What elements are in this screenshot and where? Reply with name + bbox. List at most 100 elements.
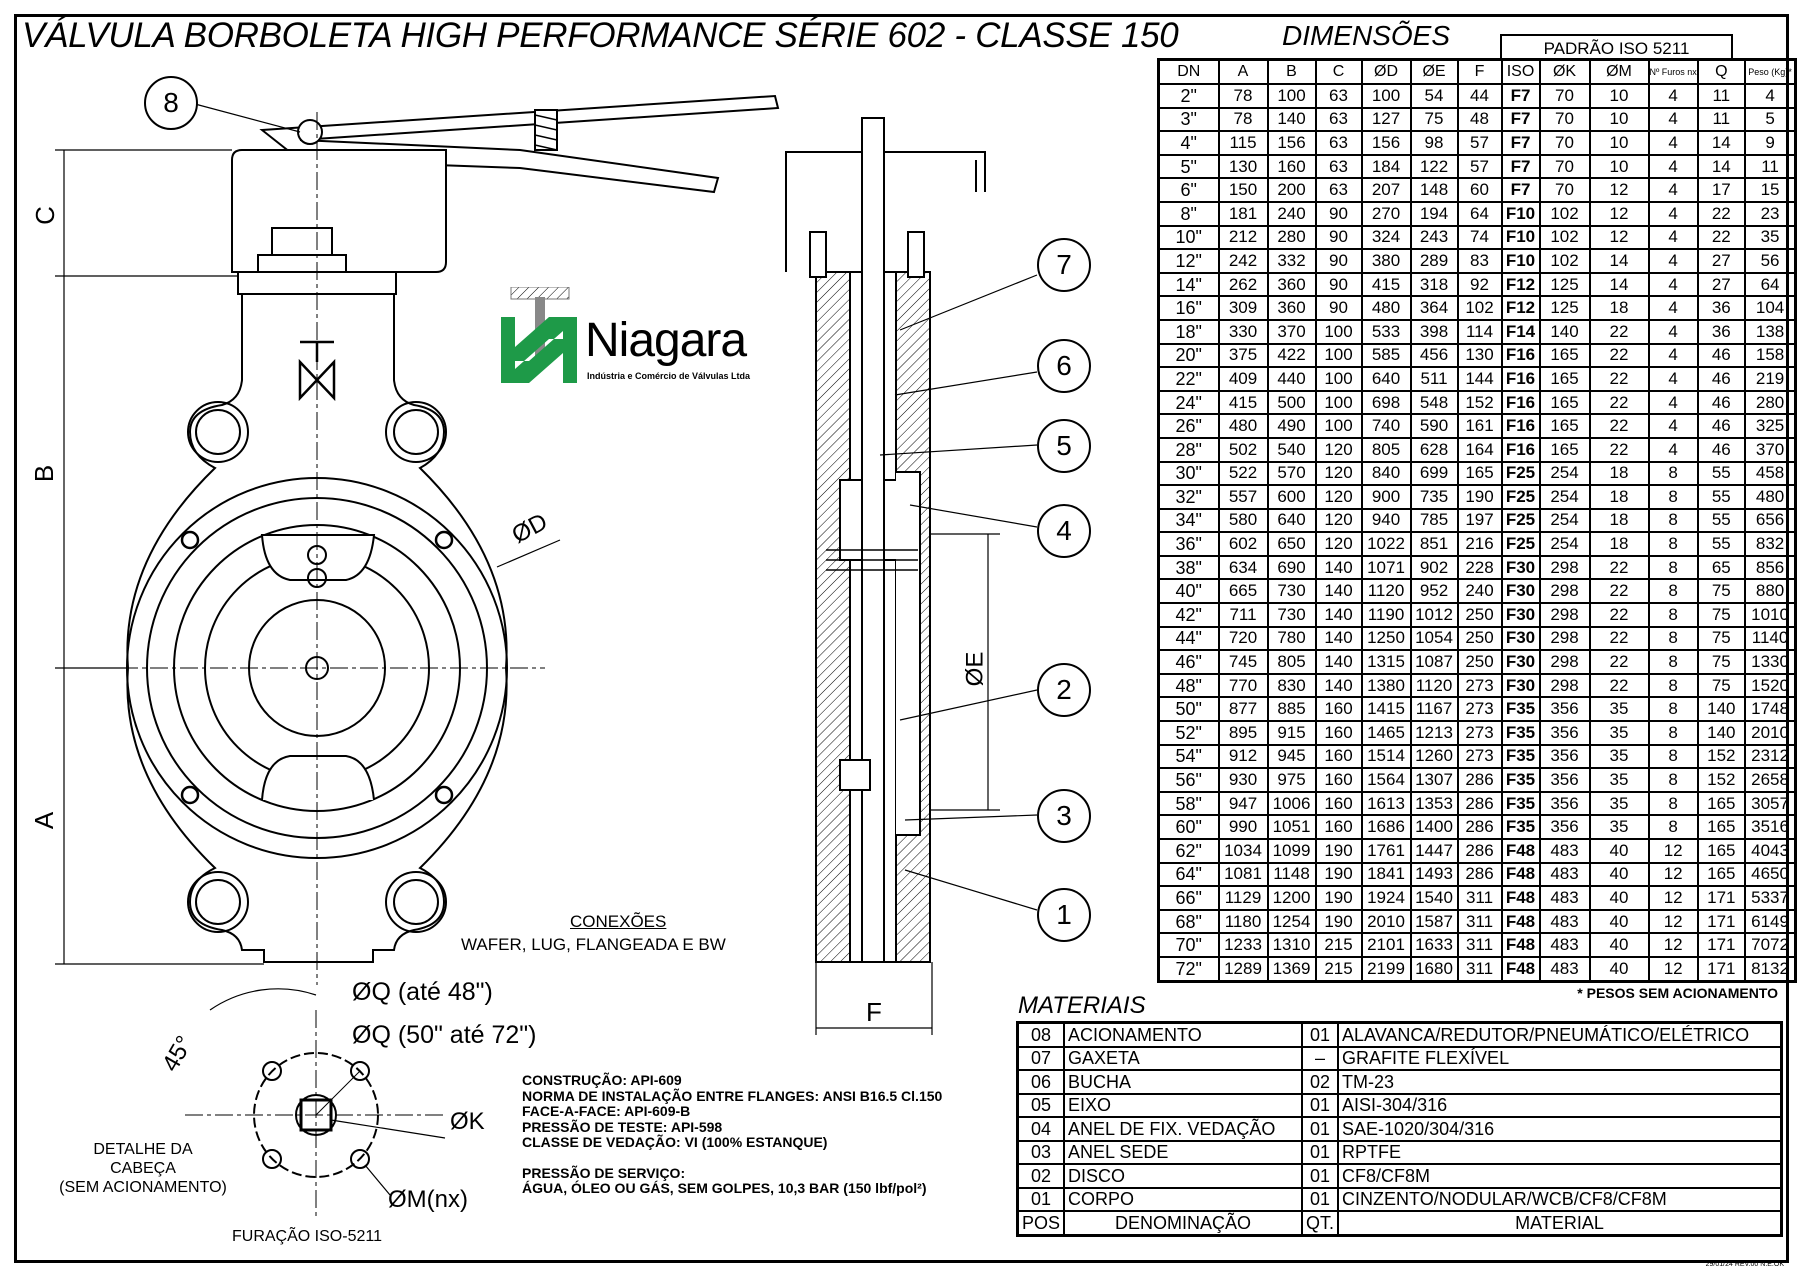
table-cell: 55 — [1696, 531, 1746, 557]
table-cell: 100 — [1314, 318, 1363, 345]
table-cell: F16 — [1500, 389, 1541, 416]
table-cell: 164 — [1456, 436, 1503, 463]
table-cell: 14 — [1588, 248, 1650, 274]
table-cell: 250 — [1456, 649, 1503, 675]
table-cell: 36 — [1696, 318, 1746, 345]
table-cell: 4 — [1647, 436, 1699, 463]
table-cell: 115 — [1217, 130, 1269, 156]
material-cell: 04 — [1016, 1116, 1066, 1142]
table-cell: 1415 — [1360, 696, 1412, 723]
table-cell: 30" — [1157, 460, 1220, 487]
material-cell: SAE-1020/304/316 — [1337, 1116, 1783, 1142]
table-cell: 8 — [1647, 484, 1699, 510]
material-cell: CORPO — [1063, 1186, 1304, 1212]
table-cell: 318 — [1409, 271, 1459, 298]
table-cell: 3" — [1157, 106, 1220, 133]
table-cell: 930 — [1217, 767, 1269, 793]
table-cell: 640 — [1360, 366, 1412, 392]
table-cell: 8 — [1647, 767, 1699, 793]
table-cell: 22 — [1588, 602, 1650, 628]
table-cell: 140 — [1314, 649, 1363, 675]
table-cell: 4 — [1647, 366, 1699, 392]
table-cell: 270 — [1360, 200, 1412, 227]
table-cell: 915 — [1266, 720, 1317, 746]
table-cell: 219 — [1743, 366, 1797, 392]
table-cell: 273 — [1456, 696, 1503, 723]
table-cell: 370 — [1266, 318, 1317, 345]
table-cell: 184 — [1360, 153, 1412, 180]
table-cell: 311 — [1456, 932, 1503, 958]
table-cell: 720 — [1217, 625, 1269, 652]
table-cell: 75 — [1696, 625, 1746, 652]
table-cell: 148 — [1409, 177, 1459, 203]
drilling-label: FURAÇÃO ISO-5211 — [232, 1228, 382, 1245]
table-cell: 1006 — [1266, 790, 1317, 817]
material-cell: 05 — [1016, 1092, 1066, 1118]
table-cell: 1120 — [1409, 672, 1459, 699]
table-cell: 90 — [1314, 295, 1363, 321]
table-cell: 75 — [1696, 602, 1746, 628]
material-cell: 02 — [1016, 1163, 1066, 1189]
table-cell: 165 — [1696, 861, 1746, 888]
table-cell: 165 — [1538, 342, 1591, 369]
material-cell: 02 — [1301, 1069, 1340, 1095]
table-cell: 243 — [1409, 224, 1459, 251]
table-cell: 311 — [1456, 908, 1503, 935]
table-cell: 70 — [1538, 83, 1591, 109]
table-cell: F48 — [1500, 838, 1541, 864]
table-cell: 286 — [1456, 790, 1503, 817]
table-cell: 32" — [1157, 484, 1220, 510]
table-cell: 242 — [1217, 248, 1269, 274]
table-cell: 289 — [1409, 248, 1459, 274]
material-cell: DISCO — [1063, 1163, 1304, 1189]
table-cell: 140 — [1266, 106, 1317, 133]
table-cell: 286 — [1456, 814, 1503, 840]
table-cell: 570 — [1266, 460, 1317, 487]
table-cell: 298 — [1538, 602, 1591, 628]
table-cell: 298 — [1538, 625, 1591, 652]
table-cell: 364 — [1409, 295, 1459, 321]
material-cell: ALAVANCA/REDUTOR/PNEUMÁTICO/ELÉTRICO — [1337, 1021, 1783, 1048]
table-cell: 165 — [1538, 413, 1591, 439]
table-cell: 785 — [1409, 507, 1459, 534]
table-cell: 27 — [1696, 271, 1746, 298]
table-cell: 286 — [1456, 861, 1503, 888]
table-cell: 160 — [1314, 743, 1363, 770]
material-cell: 03 — [1016, 1139, 1066, 1165]
column-header: ØE — [1409, 58, 1459, 85]
table-cell: 1587 — [1409, 908, 1459, 935]
table-cell: 6149 — [1743, 908, 1797, 935]
table-cell: 12 — [1647, 885, 1699, 911]
table-cell: 120 — [1314, 531, 1363, 557]
table-cell: 60 — [1456, 177, 1503, 203]
table-cell: 1233 — [1217, 932, 1269, 958]
table-cell: 483 — [1538, 838, 1591, 864]
table-cell: 311 — [1456, 885, 1503, 911]
table-cell: 171 — [1696, 908, 1746, 935]
note-construction: CONSTRUÇÃO: API-609 — [522, 1072, 682, 1088]
table-cell: 1514 — [1360, 743, 1412, 770]
table-cell: 212 — [1217, 224, 1269, 251]
table-cell: 7072 — [1743, 932, 1797, 958]
table-cell: 54 — [1409, 83, 1459, 109]
table-cell: 120 — [1314, 507, 1363, 534]
table-cell: 5337 — [1743, 885, 1797, 911]
leader-lines — [194, 103, 1038, 911]
table-cell: 770 — [1217, 672, 1269, 699]
table-cell: F48 — [1500, 955, 1541, 983]
table-cell: 665 — [1217, 578, 1269, 605]
table-cell: 190 — [1314, 838, 1363, 864]
table-cell: 690 — [1266, 554, 1317, 581]
table-cell: 1254 — [1266, 908, 1317, 935]
q-small-label: ØQ (até 48") — [352, 978, 493, 1006]
table-cell: 4 — [1647, 413, 1699, 439]
